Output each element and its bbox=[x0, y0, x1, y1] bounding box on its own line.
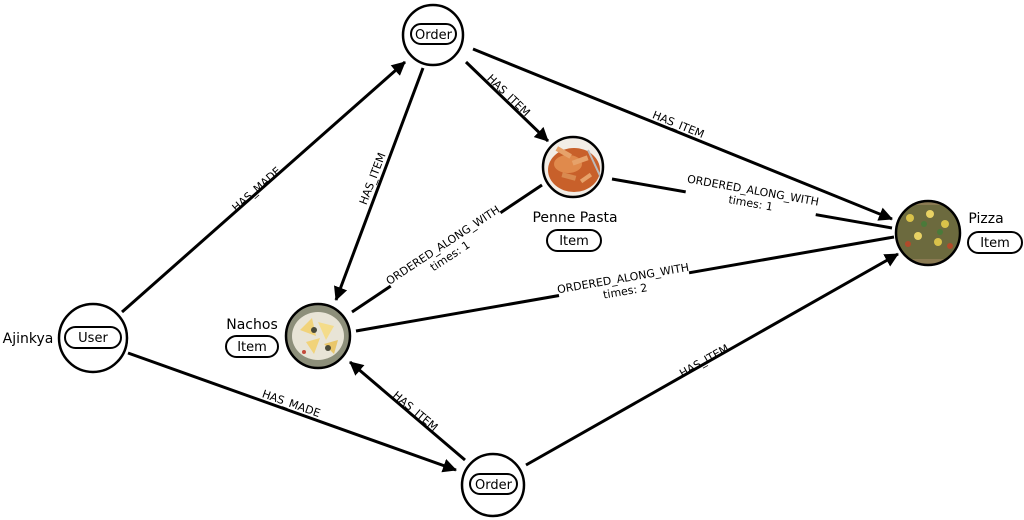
edge-order-top-penne bbox=[464, 60, 550, 143]
edge-user-order-bottom bbox=[127, 351, 457, 473]
order-label-pill-bottom bbox=[469, 473, 518, 495]
penne-pasta-label: Item bbox=[546, 229, 602, 252]
edge-label-has-item-bottom-nachos: HAS_ITEM bbox=[390, 389, 440, 434]
penne-pasta-name: Penne Pasta bbox=[532, 210, 617, 226]
order-label-pill-top bbox=[410, 23, 457, 45]
order-label-bottom: Order bbox=[475, 478, 513, 493]
pizza-name: Pizza bbox=[968, 211, 1003, 227]
edge-order-top-pizza bbox=[472, 47, 893, 221]
penne-pasta-node[interactable] bbox=[540, 134, 606, 200]
edge-label-has-item-top-penne: HAS_ITEM bbox=[484, 72, 532, 119]
user-name: Ajinkya bbox=[3, 331, 54, 347]
user-label: User bbox=[78, 331, 108, 346]
nachos-label: Item bbox=[225, 335, 279, 358]
edge-label-has-made-top: HAS_MADE bbox=[230, 164, 284, 214]
order-node-top[interactable]: Order bbox=[401, 3, 465, 67]
nachos-name: Nachos bbox=[226, 317, 277, 333]
edge-label-ordered-nachos-penne: ORDERED_ALONG_WITH bbox=[384, 203, 503, 288]
order-label-top: Order bbox=[415, 28, 453, 43]
user-label-pill bbox=[64, 326, 122, 349]
edge-order-bottom-nachos bbox=[349, 360, 466, 462]
edge-label-group-penne-pizza: ORDERED_ALONG_WITH times: 1 bbox=[684, 170, 820, 222]
edge-label-group-nachos-pizza: ORDERED_ALONG_WITH times: 2 bbox=[556, 258, 692, 310]
edge-user-order-top bbox=[121, 60, 406, 314]
edge-label-group-nachos-penne: ORDERED_ALONG_WITH times: 1 bbox=[383, 201, 509, 299]
nachos-label-text: Item bbox=[237, 340, 267, 355]
pizza-label-text: Item bbox=[980, 236, 1010, 251]
user-node[interactable]: User bbox=[57, 302, 129, 374]
order-node-bottom[interactable]: Order bbox=[460, 452, 526, 518]
nachos-image bbox=[286, 304, 350, 368]
edge-label-has-item-bottom-pizza: HAS_ITEM bbox=[677, 342, 731, 380]
edge-order-bottom-pizza bbox=[525, 252, 899, 467]
pizza-image bbox=[896, 201, 960, 265]
pizza-node[interactable] bbox=[894, 199, 964, 269]
pizza-label: Item bbox=[967, 231, 1023, 254]
edge-order-top-nachos bbox=[334, 67, 425, 301]
penne-pasta-image bbox=[543, 137, 603, 197]
nachos-node[interactable] bbox=[284, 302, 352, 370]
penne-pasta-label-text: Item bbox=[559, 234, 589, 249]
